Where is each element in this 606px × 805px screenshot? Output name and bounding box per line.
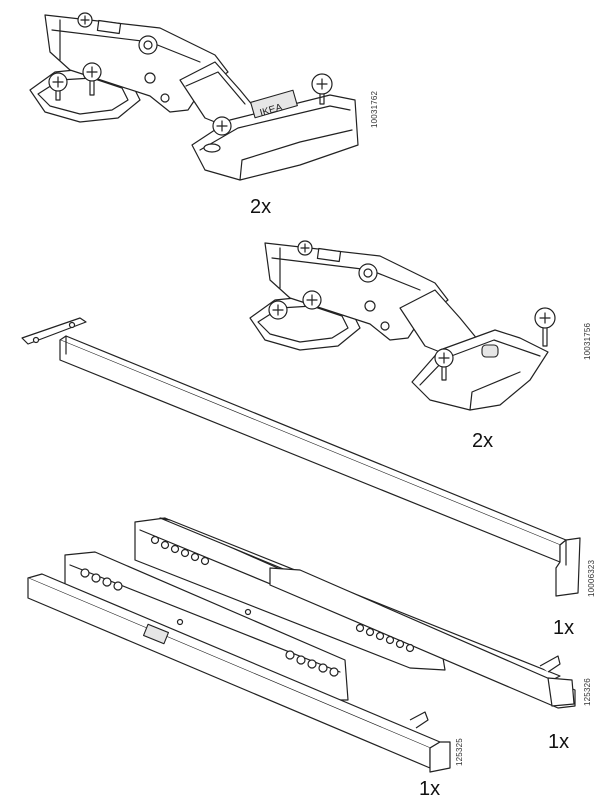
rod-drawing: [21, 317, 581, 597]
drawer-runner-left-article-number: 125325: [455, 738, 464, 766]
rod-quantity: 1x: [553, 617, 575, 639]
hinge-a-article-number: 10031762: [370, 90, 379, 128]
drawer-runner-left-drawing: [27, 551, 451, 773]
hinge-b-quantity: 2x: [472, 430, 494, 452]
drawer-runner-left-quantity: 1x: [419, 778, 441, 800]
drawer-runner-right-drawing: [134, 517, 576, 709]
hinge-a-drawing: IKEA: [29, 12, 359, 181]
hinge-b-drawing: [249, 240, 556, 411]
drawer-runner-right-article-number: 125326: [583, 678, 592, 706]
hinge-b-article-number: 10031756: [583, 322, 592, 360]
hinge-a-quantity: 2x: [250, 196, 272, 218]
rod-article-number: 10006323: [587, 559, 596, 597]
drawer-runner-right-quantity: 1x: [548, 731, 570, 753]
